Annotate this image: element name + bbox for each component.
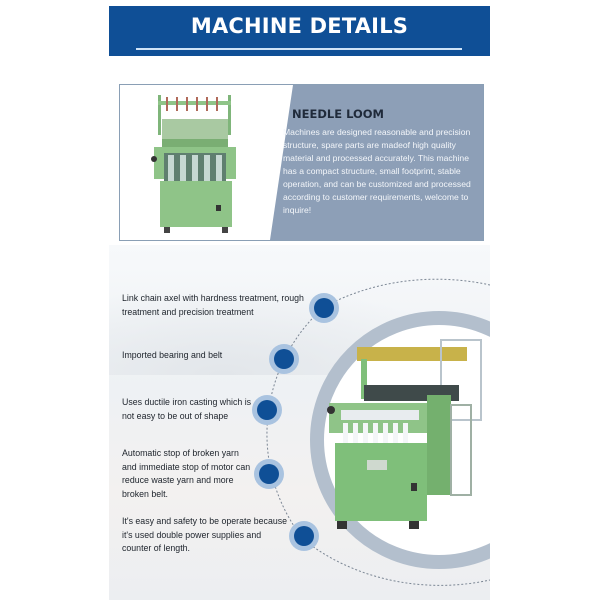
description-panel	[270, 85, 483, 240]
product-description: Machines are designed reasonable and pre…	[283, 127, 471, 215]
feature-marker-icon	[309, 293, 339, 323]
feature-marker-icon	[289, 521, 319, 551]
product-title: NEEDLE LOOM	[292, 107, 384, 121]
feature-marker-icon	[254, 459, 284, 489]
feature-item: Imported bearing and belt	[122, 350, 223, 360]
needle-loom-machine-large	[327, 339, 482, 529]
feature-marker-icon	[269, 344, 299, 374]
feature-item: Automatic stop of broken yarn and immedi…	[122, 448, 251, 499]
header-title: MACHINE DETAILS	[190, 14, 409, 38]
feature-marker-icon	[252, 395, 282, 425]
needle-loom-image	[151, 95, 236, 233]
feature-item: It's easy and safety to be operate becau…	[122, 516, 288, 553]
section-header: MACHINE DETAILS	[109, 6, 490, 56]
feature-item: Link chain axel with hardness treatment,…	[122, 293, 304, 317]
product-card: NEEDLE LOOM Machines are designed reason…	[119, 84, 484, 241]
feature-item: Uses ductile iron casting which is not e…	[122, 397, 252, 421]
header-underline	[136, 48, 462, 50]
decorative-arcs	[266, 278, 490, 586]
